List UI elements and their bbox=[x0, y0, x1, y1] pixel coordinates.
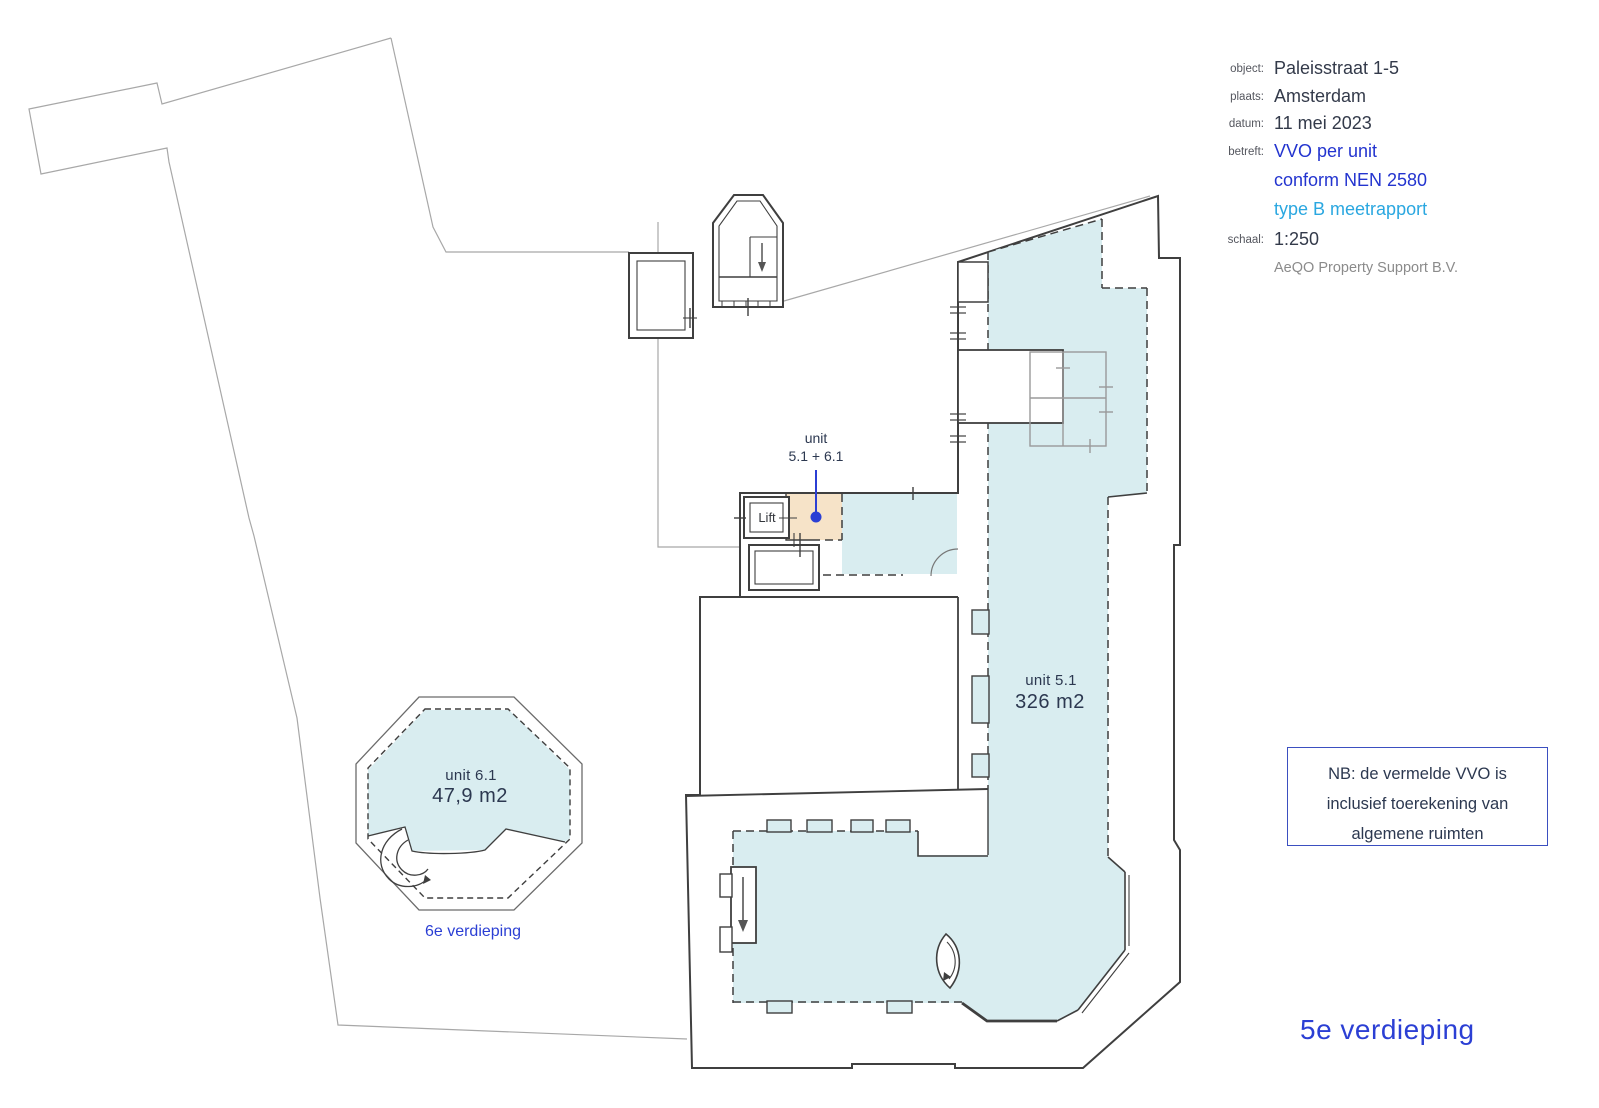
meta-value: 1:250 bbox=[1274, 229, 1320, 249]
meta-row-betreft: betreft: VVO per unit bbox=[1114, 141, 1377, 162]
floor-6-label: 6e verdieping bbox=[424, 923, 522, 940]
meta-label bbox=[1114, 257, 1264, 262]
note-line: inclusief toerekening van bbox=[1326, 795, 1509, 813]
meta-value: 11 mei 2023 bbox=[1274, 113, 1372, 133]
meta-row-company: AeQO Property Support B.V. bbox=[1114, 257, 1458, 276]
wall-notch bbox=[957, 261, 989, 303]
meta-value: type B meetrapport bbox=[1274, 199, 1428, 219]
note-line: algemene ruimten bbox=[1351, 825, 1484, 843]
stair-tower-structure bbox=[712, 194, 784, 316]
spiral-stair-icon bbox=[935, 932, 961, 990]
unit-51-name-label: unit 5.1 bbox=[1025, 672, 1077, 689]
note-line: NB: de vermelde VVO is bbox=[1328, 765, 1507, 783]
floor-5-title: 5e verdieping bbox=[1300, 1014, 1475, 1045]
vvo-note-box: NB: de vermelde VVO is inclusief toereke… bbox=[1287, 747, 1548, 846]
meta-row-plaats: plaats: Amsterdam bbox=[1114, 86, 1366, 107]
meta-value: Paleisstraat 1-5 bbox=[1274, 58, 1400, 78]
window-teeth bbox=[766, 609, 990, 1014]
shaft-structure bbox=[628, 252, 697, 339]
meta-value: VVO per unit bbox=[1274, 141, 1378, 161]
meta-value: Amsterdam bbox=[1274, 86, 1367, 106]
callout-leader bbox=[810, 470, 822, 523]
lift-label: Lift bbox=[758, 510, 776, 525]
meta-value: conform NEN 2580 bbox=[1274, 170, 1428, 190]
octagon-spiral-stair bbox=[380, 828, 431, 888]
lobby-blue-strip bbox=[842, 494, 957, 574]
octagon-tower bbox=[355, 696, 583, 911]
meta-row-schaal: schaal: 1:250 bbox=[1114, 229, 1319, 250]
callout-line1: unit bbox=[804, 430, 828, 446]
unit-61-name-label: unit 6.1 bbox=[445, 767, 497, 784]
lift-door-ticks bbox=[734, 487, 914, 557]
unit-61-area bbox=[368, 710, 570, 851]
toilet-core bbox=[957, 349, 1113, 453]
unit-51-area-label: 326 m2 bbox=[1015, 691, 1085, 713]
lift-core bbox=[743, 496, 820, 591]
door-swing-arc bbox=[930, 548, 959, 577]
meta-label: betreft: bbox=[1228, 146, 1264, 158]
meta-row-datum: datum: 11 mei 2023 bbox=[1114, 113, 1372, 134]
meta-label bbox=[1114, 170, 1264, 175]
meta-row-object: object: Paleisstraat 1-5 bbox=[1114, 58, 1399, 79]
meta-value: AeQO Property Support B.V. bbox=[1274, 260, 1459, 276]
window-ticks bbox=[950, 306, 966, 443]
meta-label: schaal: bbox=[1227, 234, 1264, 246]
meta-label: plaats: bbox=[1230, 91, 1264, 103]
interior-walls bbox=[685, 492, 1148, 1023]
roof-outline-6th-floor bbox=[28, 37, 1151, 1040]
meta-label: object: bbox=[1230, 63, 1264, 75]
hall-stair bbox=[719, 866, 757, 953]
unit-61-area-label: 47,9 m2 bbox=[432, 785, 508, 807]
meta-row-type: type B meetrapport bbox=[1114, 199, 1427, 220]
meta-row-conform: conform NEN 2580 bbox=[1114, 170, 1427, 191]
meta-label bbox=[1114, 199, 1264, 204]
callout-line2: 5.1 + 6.1 bbox=[788, 448, 844, 464]
meta-label: datum: bbox=[1228, 118, 1264, 130]
